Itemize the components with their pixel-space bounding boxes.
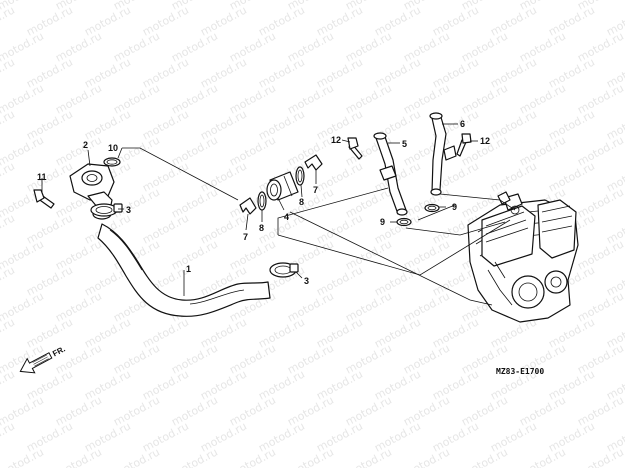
- watermark-text: motod.ru: [0, 211, 17, 246]
- watermark-text: motod.ru: [0, 367, 17, 402]
- watermark-text: motod.ru: [0, 159, 17, 194]
- watermark-text: motod.ru: [575, 445, 625, 468]
- callout-labels: 1 2 3 3 4 5 6 7 7 8 8 9 9 10 11 12 12: [37, 119, 490, 286]
- callout-10: 10: [108, 143, 118, 153]
- callout-9-left: 9: [380, 217, 385, 227]
- bolt-part-12-left[interactable]: [347, 137, 363, 160]
- clip-part-7-lower[interactable]: [239, 197, 257, 215]
- callout-11: 11: [37, 172, 47, 182]
- water-hose-part-1[interactable]: [97, 223, 271, 317]
- o-ring-part-9-left[interactable]: [396, 217, 412, 227]
- diagram-code: MZ83-E1700: [496, 367, 544, 376]
- callout-3-upper: 3: [126, 205, 131, 215]
- bolt-part-12-right[interactable]: [456, 133, 472, 157]
- callout-7-upper: 7: [313, 185, 318, 195]
- callout-1: 1: [186, 264, 191, 274]
- callout-2: 2: [83, 140, 88, 150]
- o-ring-part-9-right[interactable]: [424, 203, 440, 213]
- callout-5: 5: [402, 139, 407, 149]
- callout-12-left: 12: [331, 135, 341, 145]
- water-joint-part-4[interactable]: [266, 171, 299, 201]
- watermark-text: motod.ru: [169, 445, 220, 468]
- watermark-text: motod.ru: [401, 445, 452, 468]
- watermark-text: motod.ru: [0, 315, 17, 350]
- water-pipe-part-5[interactable]: [373, 132, 408, 216]
- watermark-text: motod.ru: [0, 445, 46, 468]
- watermark-text: motod.ru: [0, 263, 17, 298]
- watermark-text: motod.ru: [459, 445, 510, 468]
- direction-label: FR.: [51, 344, 67, 358]
- engine-illustration: [467, 191, 579, 323]
- callout-6: 6: [460, 119, 465, 129]
- hose-clamp-lower-part-3[interactable]: [269, 262, 299, 278]
- hose-clamp-upper-part-3[interactable]: [90, 203, 123, 217]
- watermark-text: motod.ru: [0, 3, 17, 38]
- leader-lines: [41, 123, 516, 306]
- watermark-text: motod.ru: [53, 445, 104, 468]
- callout-4: 4: [284, 212, 289, 222]
- o-ring-part-8-lower[interactable]: [257, 191, 267, 211]
- watermark-text: motod.ru: [0, 55, 17, 90]
- watermark-text: motod.ru: [0, 419, 17, 454]
- watermark-text: motod.ru: [0, 107, 17, 142]
- water-pipe-part-6[interactable]: [429, 112, 457, 196]
- callout-12-right: 12: [480, 136, 490, 146]
- o-ring-part-10[interactable]: [103, 157, 121, 167]
- watermark-text: motod.ru: [227, 445, 278, 468]
- callout-7-lower: 7: [243, 232, 248, 242]
- watermark-text: motod.ru: [285, 445, 336, 468]
- watermark-text: motod.ru: [111, 445, 162, 468]
- callout-8-upper: 8: [299, 197, 304, 207]
- callout-3-lower: 3: [304, 276, 309, 286]
- callout-9-right: 9: [452, 202, 457, 212]
- o-ring-part-8-upper[interactable]: [295, 166, 305, 186]
- callout-8-lower: 8: [259, 223, 264, 233]
- bolt-part-11[interactable]: [33, 189, 55, 209]
- watermark-text: motod.ru: [517, 445, 568, 468]
- watermark-text: motod.ru: [343, 445, 394, 468]
